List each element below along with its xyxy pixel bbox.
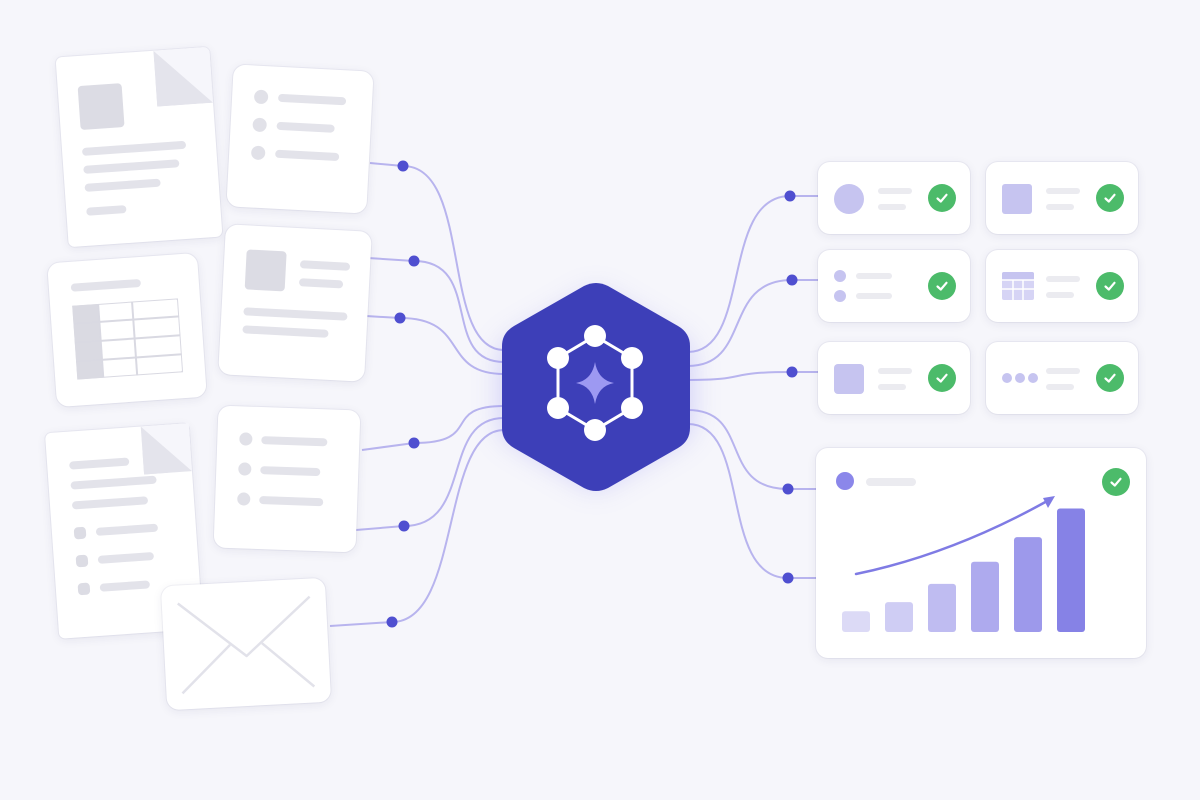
input-list-card-2 bbox=[213, 405, 361, 553]
connector-line bbox=[329, 429, 505, 627]
chart-bar bbox=[928, 583, 956, 632]
folded-corner bbox=[153, 46, 214, 107]
connector-line bbox=[687, 279, 830, 367]
output-dots-card bbox=[986, 342, 1138, 414]
connector-dot bbox=[408, 437, 420, 449]
connector-dot bbox=[786, 366, 798, 378]
network-nodes bbox=[547, 325, 643, 441]
connector-line bbox=[367, 257, 505, 363]
connector-line bbox=[355, 417, 505, 531]
input-profile-card bbox=[218, 224, 372, 382]
connector-line bbox=[687, 423, 830, 579]
check-circle-icon bbox=[1096, 184, 1124, 212]
connector-line bbox=[687, 195, 830, 353]
connector-line bbox=[361, 405, 505, 451]
chart-bar bbox=[971, 561, 999, 632]
bar-chart bbox=[842, 496, 1085, 632]
input-document-card bbox=[55, 46, 223, 248]
connector-dot bbox=[786, 274, 798, 286]
envelope-icon bbox=[177, 595, 316, 695]
chart-bar bbox=[1014, 537, 1042, 632]
connector-dot bbox=[408, 255, 420, 267]
table-icon bbox=[1002, 272, 1034, 300]
document-image-placeholder bbox=[77, 83, 125, 131]
trend-arrow-head bbox=[1043, 496, 1055, 508]
check-circle-icon bbox=[1096, 272, 1124, 300]
output-list-card bbox=[818, 250, 970, 322]
input-email-card bbox=[160, 577, 332, 711]
output-image-card-2 bbox=[818, 342, 970, 414]
output-image-card bbox=[986, 162, 1138, 234]
ellipsis-icon bbox=[1002, 373, 1012, 383]
connector-dot bbox=[397, 160, 409, 172]
check-circle-icon bbox=[1102, 468, 1130, 496]
output-table-card bbox=[986, 250, 1138, 322]
input-spreadsheet-card bbox=[47, 252, 207, 408]
trend-arrow-icon bbox=[854, 498, 1051, 576]
connector-dot bbox=[398, 520, 410, 532]
input-list-card bbox=[226, 64, 374, 214]
check-circle-icon bbox=[928, 272, 956, 300]
chart-bar bbox=[885, 602, 913, 632]
connector-dot bbox=[386, 616, 398, 628]
connector-dot bbox=[782, 572, 794, 584]
check-circle-icon bbox=[1096, 364, 1124, 392]
connector-dot bbox=[782, 483, 794, 495]
check-circle-icon bbox=[928, 364, 956, 392]
connector-line bbox=[365, 315, 505, 375]
folded-corner bbox=[140, 423, 192, 475]
connector-line bbox=[369, 162, 505, 351]
output-chart-card bbox=[816, 448, 1146, 658]
chart-bar bbox=[1057, 508, 1085, 632]
connector-dot bbox=[784, 190, 796, 202]
hexagon-network-icon bbox=[500, 283, 692, 491]
connector-dot bbox=[394, 312, 406, 324]
output-profile-card bbox=[818, 162, 970, 234]
connector-line bbox=[687, 371, 830, 381]
connector-line bbox=[687, 409, 830, 490]
chart-bar bbox=[842, 611, 870, 632]
check-circle-icon bbox=[928, 184, 956, 212]
sparkle-icon bbox=[576, 362, 614, 404]
spreadsheet-grid-icon bbox=[72, 298, 184, 380]
